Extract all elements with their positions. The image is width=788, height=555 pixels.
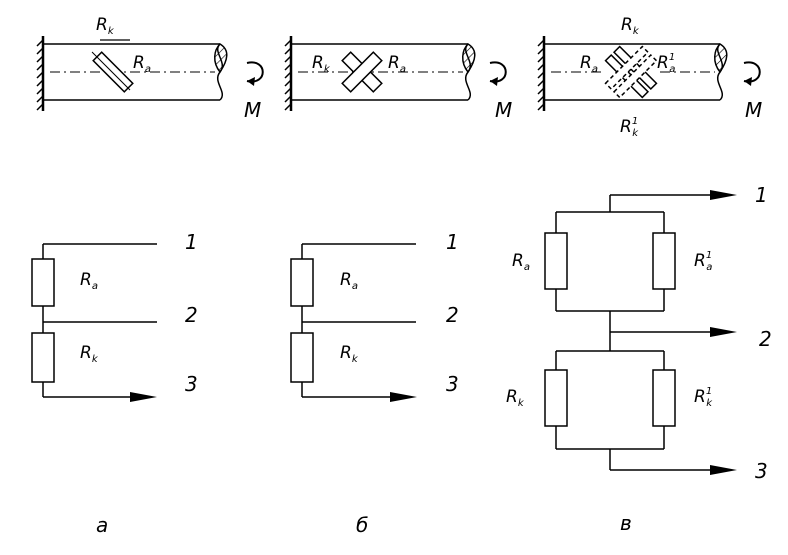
label-m-shaft-c: M bbox=[745, 98, 762, 122]
label-m-shaft-b: M bbox=[495, 98, 512, 122]
resistor-ra-c bbox=[544, 232, 568, 290]
arrow-3-c bbox=[710, 465, 737, 475]
strain-gauge-cross-b bbox=[341, 51, 383, 93]
shaft-b bbox=[284, 36, 507, 111]
circuit-a bbox=[31, 243, 157, 402]
arrow-2-c bbox=[710, 327, 737, 337]
label-rk-circuit-b: Rk bbox=[340, 343, 359, 365]
moment-arrow-c bbox=[743, 61, 761, 83]
resistor-ra-b bbox=[290, 258, 314, 307]
label-ra-shaft-b: Ra bbox=[388, 53, 406, 75]
circuit-c bbox=[544, 190, 737, 475]
terminal-3-circuit-b: 3 bbox=[446, 372, 459, 396]
label-ra-circuit-b: Ra bbox=[340, 270, 358, 292]
break-hatch-b bbox=[462, 43, 476, 74]
caption-a: а bbox=[96, 513, 108, 537]
terminal-1-circuit-a: 1 bbox=[185, 230, 198, 254]
break-hatch-a bbox=[214, 43, 228, 74]
resistor-ra-a bbox=[31, 258, 55, 307]
terminal-1-circuit-b: 1 bbox=[446, 230, 459, 254]
label-ra-circuit-c: Ra bbox=[512, 251, 530, 273]
arrow-1-c bbox=[710, 190, 737, 200]
break-hatch-c bbox=[714, 43, 728, 74]
moment-arrow-a bbox=[246, 61, 264, 83]
terminal-1-circuit-c: 1 bbox=[755, 183, 768, 207]
wall-hatch-c bbox=[537, 36, 546, 111]
terminal-3-circuit-a: 3 bbox=[185, 372, 198, 396]
terminal-2-circuit-b: 2 bbox=[446, 303, 459, 327]
wall-hatch-b bbox=[284, 36, 293, 111]
terminal-2-circuit-c: 2 bbox=[759, 327, 772, 351]
moment-arrow-b bbox=[489, 61, 507, 83]
resistor-rk1-c bbox=[652, 369, 676, 427]
circuit-b bbox=[290, 243, 417, 402]
shaft-c bbox=[537, 36, 761, 111]
label-ra-shaft-a: Ra bbox=[133, 53, 151, 75]
label-m-shaft-a: M bbox=[244, 98, 261, 122]
terminal-2-circuit-a: 2 bbox=[185, 303, 198, 327]
label-ra-shaft-c: Ra bbox=[580, 53, 598, 75]
arrow-3-a bbox=[130, 392, 157, 402]
caption-v: в bbox=[620, 511, 632, 535]
label-rk-shaft-a: Rk bbox=[96, 15, 115, 37]
label-rk-circuit-c: Rk bbox=[506, 387, 525, 409]
caption-b: б bbox=[356, 513, 368, 537]
label-rk-shaft-b: Rk bbox=[312, 53, 331, 75]
resistor-ra1-c bbox=[652, 232, 676, 290]
label-rk-shaft-c: Rk bbox=[621, 15, 640, 37]
strain-gauge-double-cross-c bbox=[604, 45, 658, 99]
resistor-rk-b bbox=[290, 332, 314, 383]
wall-hatch-a bbox=[36, 36, 45, 111]
label-rk-circuit-a: Rk bbox=[80, 343, 99, 365]
arrow-3-b bbox=[390, 392, 417, 402]
terminal-3-circuit-c: 3 bbox=[755, 459, 768, 483]
strain-gauge-a bbox=[92, 51, 134, 93]
resistor-rk-a bbox=[31, 332, 55, 383]
shaft-a bbox=[36, 36, 264, 111]
resistor-rk-c bbox=[544, 369, 568, 427]
label-ra-circuit-a: Ra bbox=[80, 270, 98, 292]
